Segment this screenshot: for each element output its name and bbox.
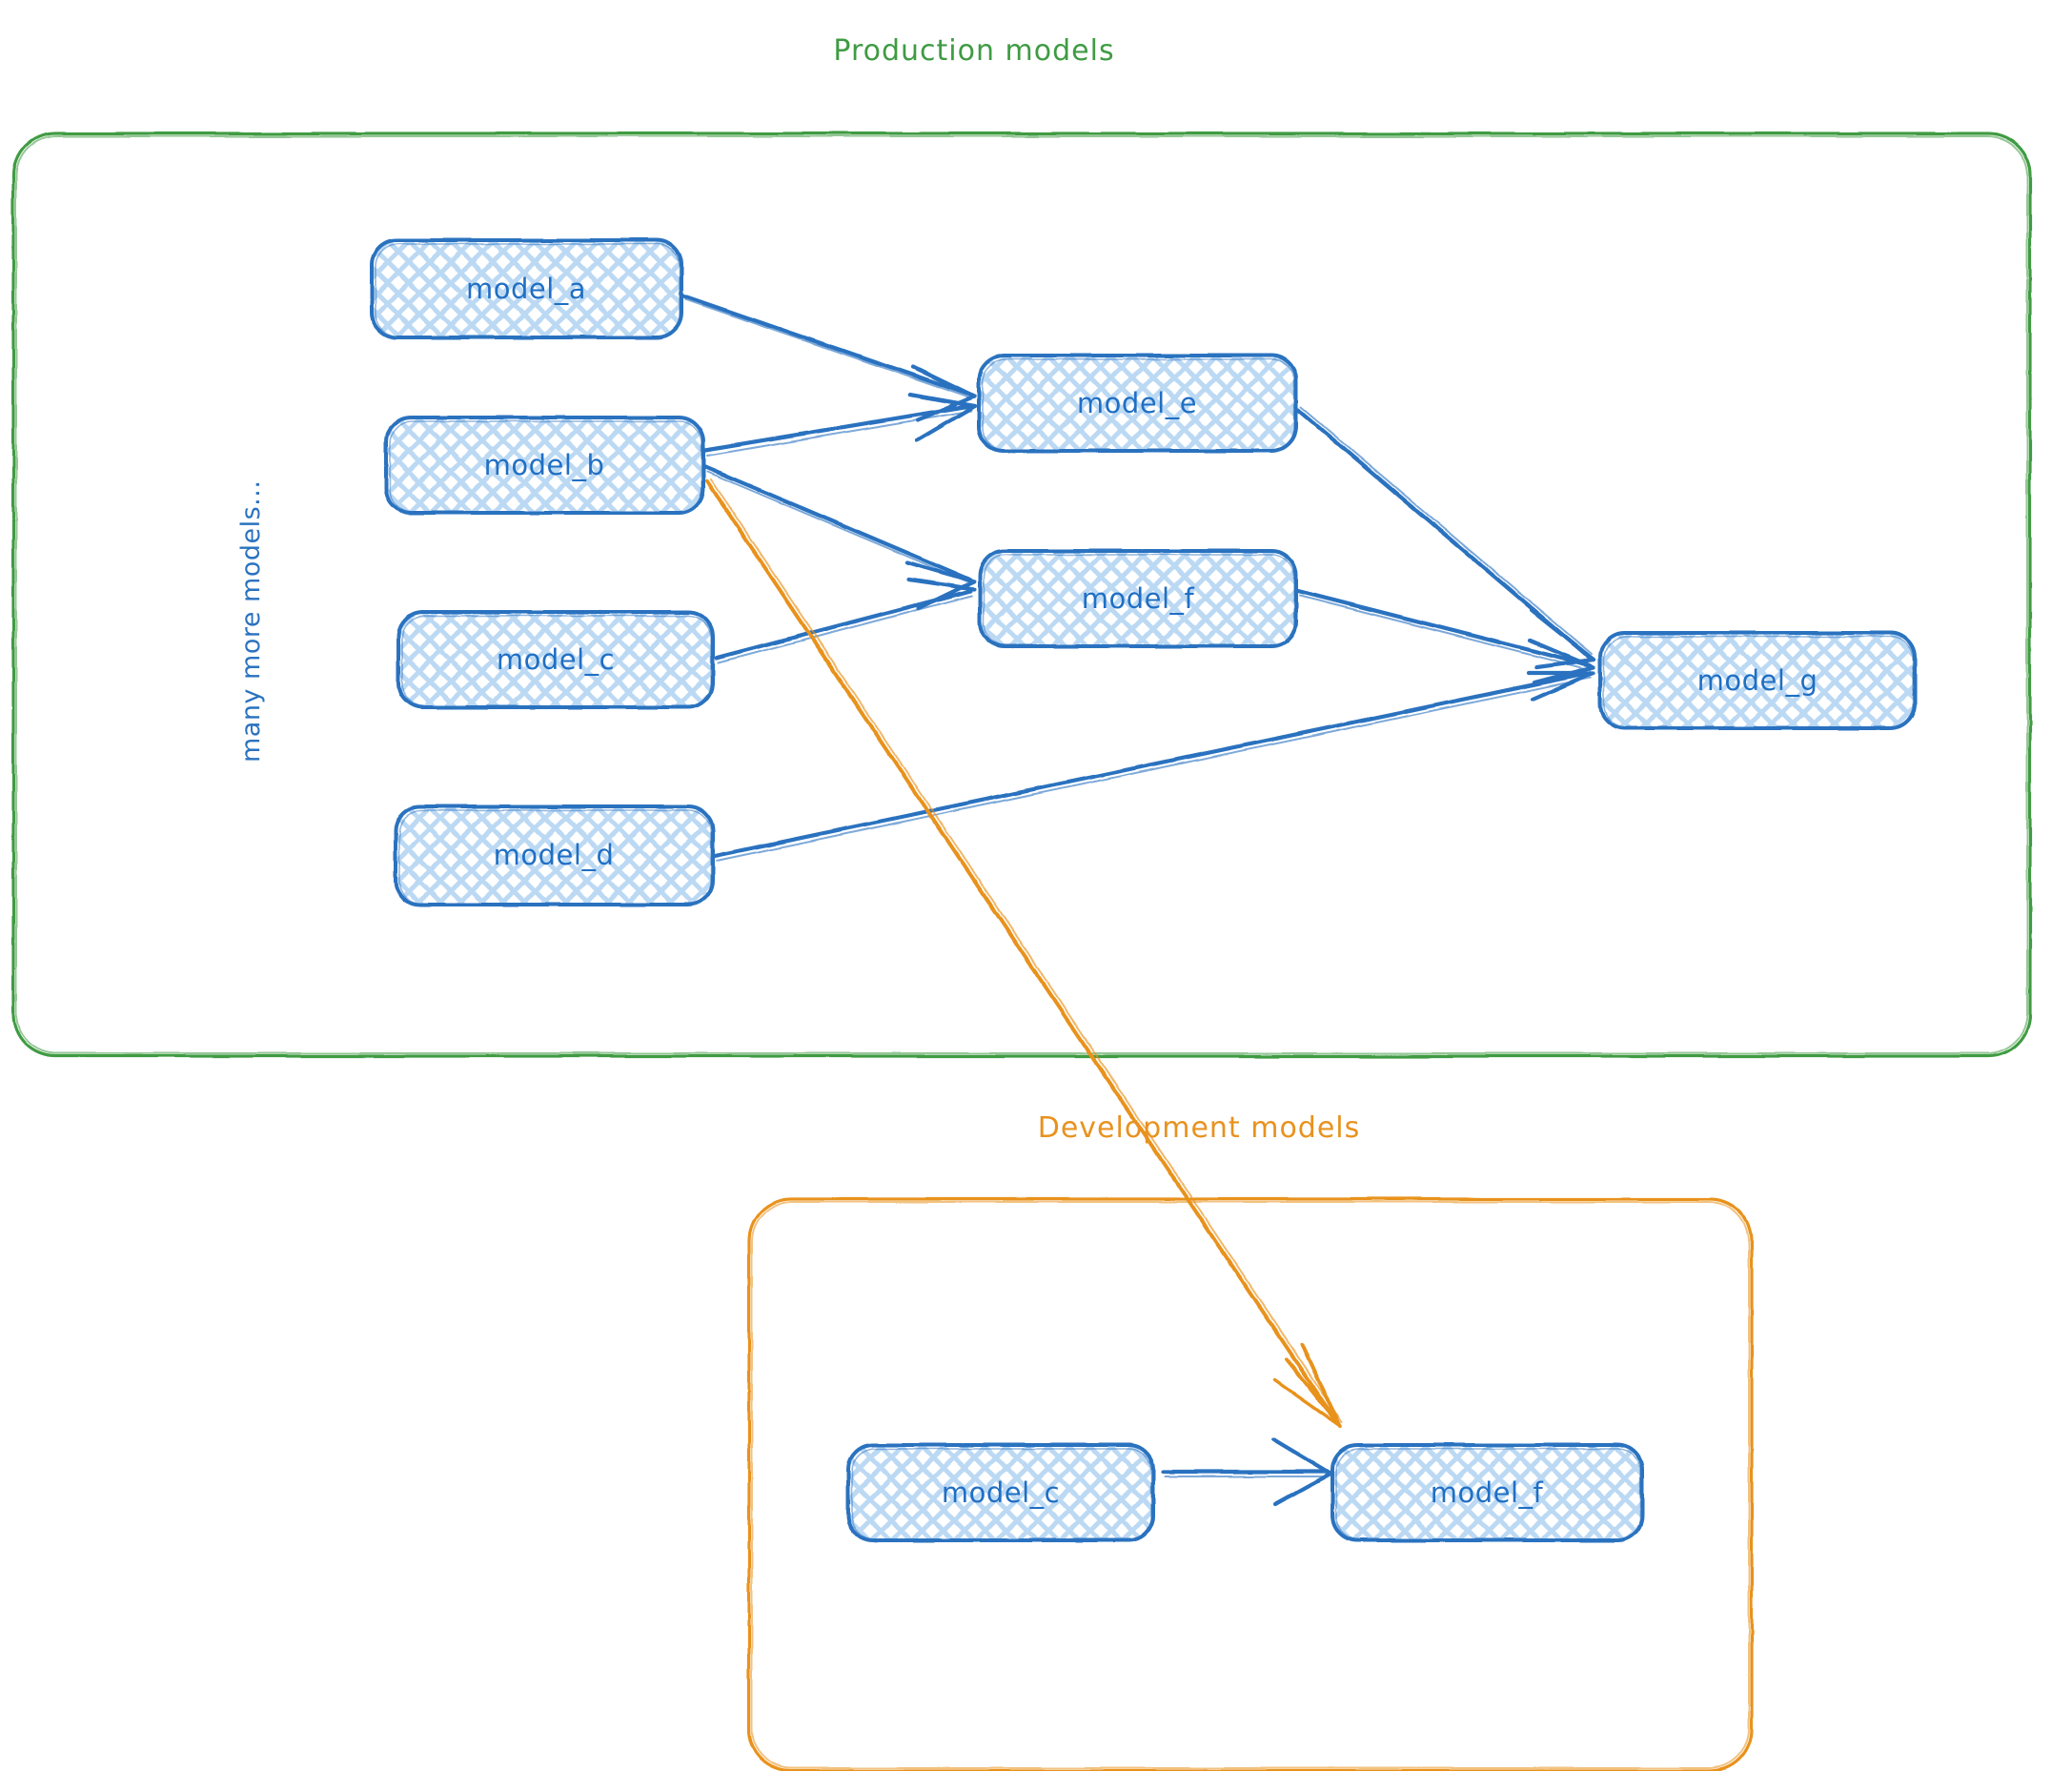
edge-dev-c-to-dev-f bbox=[1160, 1436, 1333, 1507]
node-shapes bbox=[370, 238, 1917, 1542]
node-prod-model-a-shape bbox=[370, 238, 683, 339]
node-prod-model-f[interactable] bbox=[980, 551, 1296, 646]
node-dev-model-c[interactable] bbox=[848, 1445, 1153, 1540]
node-dev-model-f[interactable] bbox=[1332, 1445, 1642, 1540]
many-more-models-note: many more models... bbox=[236, 479, 266, 763]
node-prod-model-b[interactable] bbox=[386, 417, 703, 513]
node-prod-model-g-shape bbox=[1598, 631, 1917, 730]
node-prod-model-c[interactable] bbox=[398, 612, 713, 707]
node-prod-model-f-shape bbox=[978, 549, 1298, 648]
group-development-border bbox=[747, 1197, 1754, 1771]
edge-b-to-dev-f bbox=[705, 478, 1343, 1428]
group-production-border bbox=[11, 132, 2032, 1058]
node-dev-model-c-shape bbox=[846, 1443, 1155, 1542]
node-dev-model-f-shape bbox=[1331, 1443, 1644, 1542]
edge-d-to-g bbox=[712, 670, 1596, 862]
node-prod-model-b-shape bbox=[384, 416, 705, 515]
edge-c-to-f bbox=[714, 577, 977, 663]
production-group-title: Production models bbox=[833, 34, 1115, 68]
node-prod-model-d-shape bbox=[394, 804, 715, 906]
node-prod-model-e-shape bbox=[977, 354, 1298, 453]
node-prod-model-g[interactable] bbox=[1600, 633, 1915, 728]
node-prod-model-c-shape bbox=[396, 610, 715, 709]
edge-a-to-e bbox=[680, 293, 977, 423]
node-prod-model-e[interactable] bbox=[979, 356, 1296, 451]
development-group-title: Development models bbox=[1037, 1111, 1361, 1145]
edge-f-to-g bbox=[1295, 588, 1596, 685]
node-prod-model-a[interactable] bbox=[372, 240, 681, 337]
node-prod-model-d[interactable] bbox=[396, 806, 713, 905]
edge-b-to-e bbox=[702, 392, 978, 457]
